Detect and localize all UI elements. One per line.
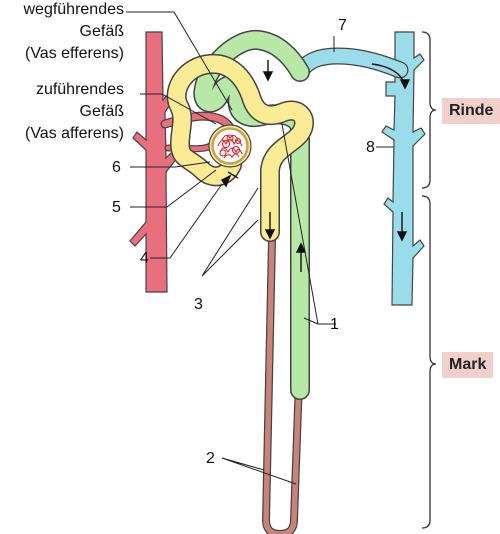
leader-lines [126, 11, 394, 485]
efferent-label-line-3: (Vas efferens) [24, 45, 124, 62]
artery [129, 31, 183, 293]
vein [381, 31, 426, 306]
efferent-label-line-1: wegführendes [23, 1, 124, 18]
afferent-label-line-2: Gefäß [79, 103, 124, 120]
medulla-brace [421, 195, 437, 529]
number-4: 4 [140, 250, 149, 267]
afferent-label-line-1: zuführendes [35, 81, 124, 98]
glomerulus [217, 134, 243, 159]
number-1: 1 [330, 316, 339, 333]
cortex-label: Rinde [442, 98, 500, 124]
efferent-label: wegführendes Gefäß (Vas efferens) [23, 0, 124, 64]
number-8: 8 [366, 139, 375, 156]
number-3: 3 [194, 296, 203, 313]
efferent-label-line-2: Gefäß [79, 23, 124, 40]
afferent-label: zuführendes Gefäß (Vas afferens) [25, 80, 124, 144]
flow-arrows [220, 60, 411, 272]
medulla-label: Mark [442, 352, 494, 378]
number-5: 5 [112, 199, 121, 216]
number-2: 2 [206, 450, 215, 467]
number-6: 6 [112, 159, 121, 176]
afferent-label-line-3: (Vas afferens) [24, 125, 124, 142]
cortex-brace [421, 31, 437, 189]
number-7: 7 [338, 17, 347, 34]
